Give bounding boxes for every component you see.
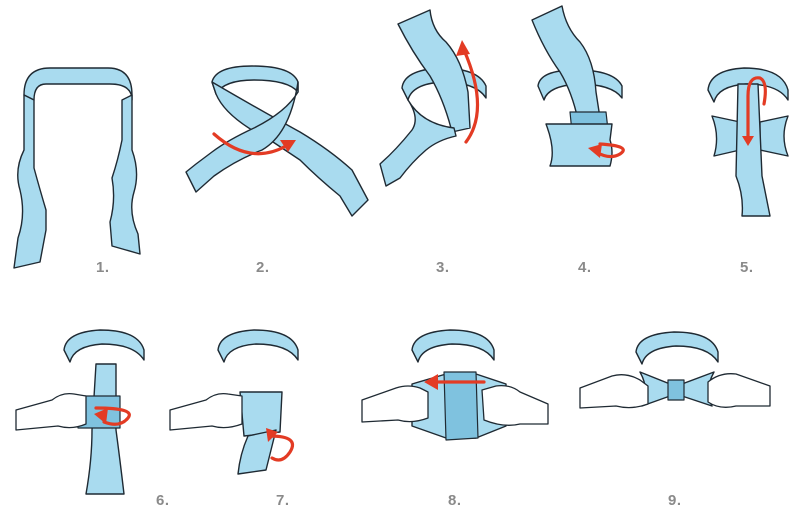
step-3-arrowhead (456, 40, 470, 56)
step-3-arrow (462, 48, 480, 144)
step-5-bow-left (711, 115, 741, 157)
step-8-knot (443, 371, 479, 441)
step-8-tie-neckband (411, 329, 495, 363)
step-9-knot (667, 379, 685, 401)
step-5-tie-neckband (707, 67, 789, 103)
step-1-tie-left-end (13, 94, 47, 269)
step-8-arrowhead (424, 374, 438, 390)
step-5-bow-right (759, 115, 789, 157)
step-6-arrow (94, 406, 131, 426)
step-9-label: 9. (668, 492, 682, 509)
step-6-arrowhead (94, 408, 108, 424)
step-1-tie-right-end (109, 94, 141, 255)
step-5-tie-hanging-end (735, 83, 771, 217)
step-8-figure (361, 329, 549, 441)
step-5-figure (707, 67, 789, 217)
step-6-tie-hanging-end (85, 363, 125, 495)
step-2-tie-front-end (185, 81, 299, 193)
step-7-arrow (268, 434, 295, 462)
step-1-figure (13, 67, 141, 269)
step-7-tie-front-piece (239, 391, 283, 437)
step-8-label: 8. (448, 492, 462, 509)
step-8-right-hand (481, 384, 549, 426)
step-3-tie-down-end (379, 99, 457, 187)
step-7-hand (169, 392, 243, 431)
step-3-tie-up-end (397, 9, 471, 133)
step-7-figure (169, 329, 299, 475)
step-6-hand (15, 392, 87, 431)
step-8-left-hand (361, 385, 429, 423)
step-3-tie-neckband (401, 67, 487, 101)
step-5-arrowhead (742, 136, 754, 146)
step-4-figure (531, 5, 625, 167)
step-6-label: 6. (156, 492, 170, 509)
step-2-arrowhead (280, 140, 296, 152)
step-4-bow-fold (545, 123, 613, 167)
step-6-figure (15, 329, 145, 495)
step-4-arrowhead (588, 144, 602, 158)
step-7-arrowhead (266, 428, 278, 442)
step-7-label: 7. (276, 492, 290, 509)
step-7-tie-lower-end (237, 429, 277, 475)
step-3-figure (379, 9, 487, 187)
step-9-right-hand (707, 373, 771, 408)
step-2-figure (185, 65, 369, 217)
step-6-tie-neckband (63, 329, 145, 363)
step-4-label: 4. (578, 259, 592, 276)
step-5-label: 5. (740, 259, 754, 276)
step-4-tie-up-end (531, 5, 601, 121)
step-3-label: 3. (436, 259, 450, 276)
step-1-tie-neckband (23, 67, 133, 101)
step-2-label: 2. (256, 259, 270, 276)
step-9-left-hand (579, 374, 649, 409)
step-5-arrow (746, 76, 767, 138)
step-4-arrow (594, 142, 625, 159)
step-1-label: 1. (96, 259, 110, 276)
step-9-tie-neckband (635, 331, 719, 365)
step-7-tie-neckband (217, 329, 299, 363)
step-2-arrow (212, 132, 288, 156)
step-9-figure (579, 331, 771, 409)
